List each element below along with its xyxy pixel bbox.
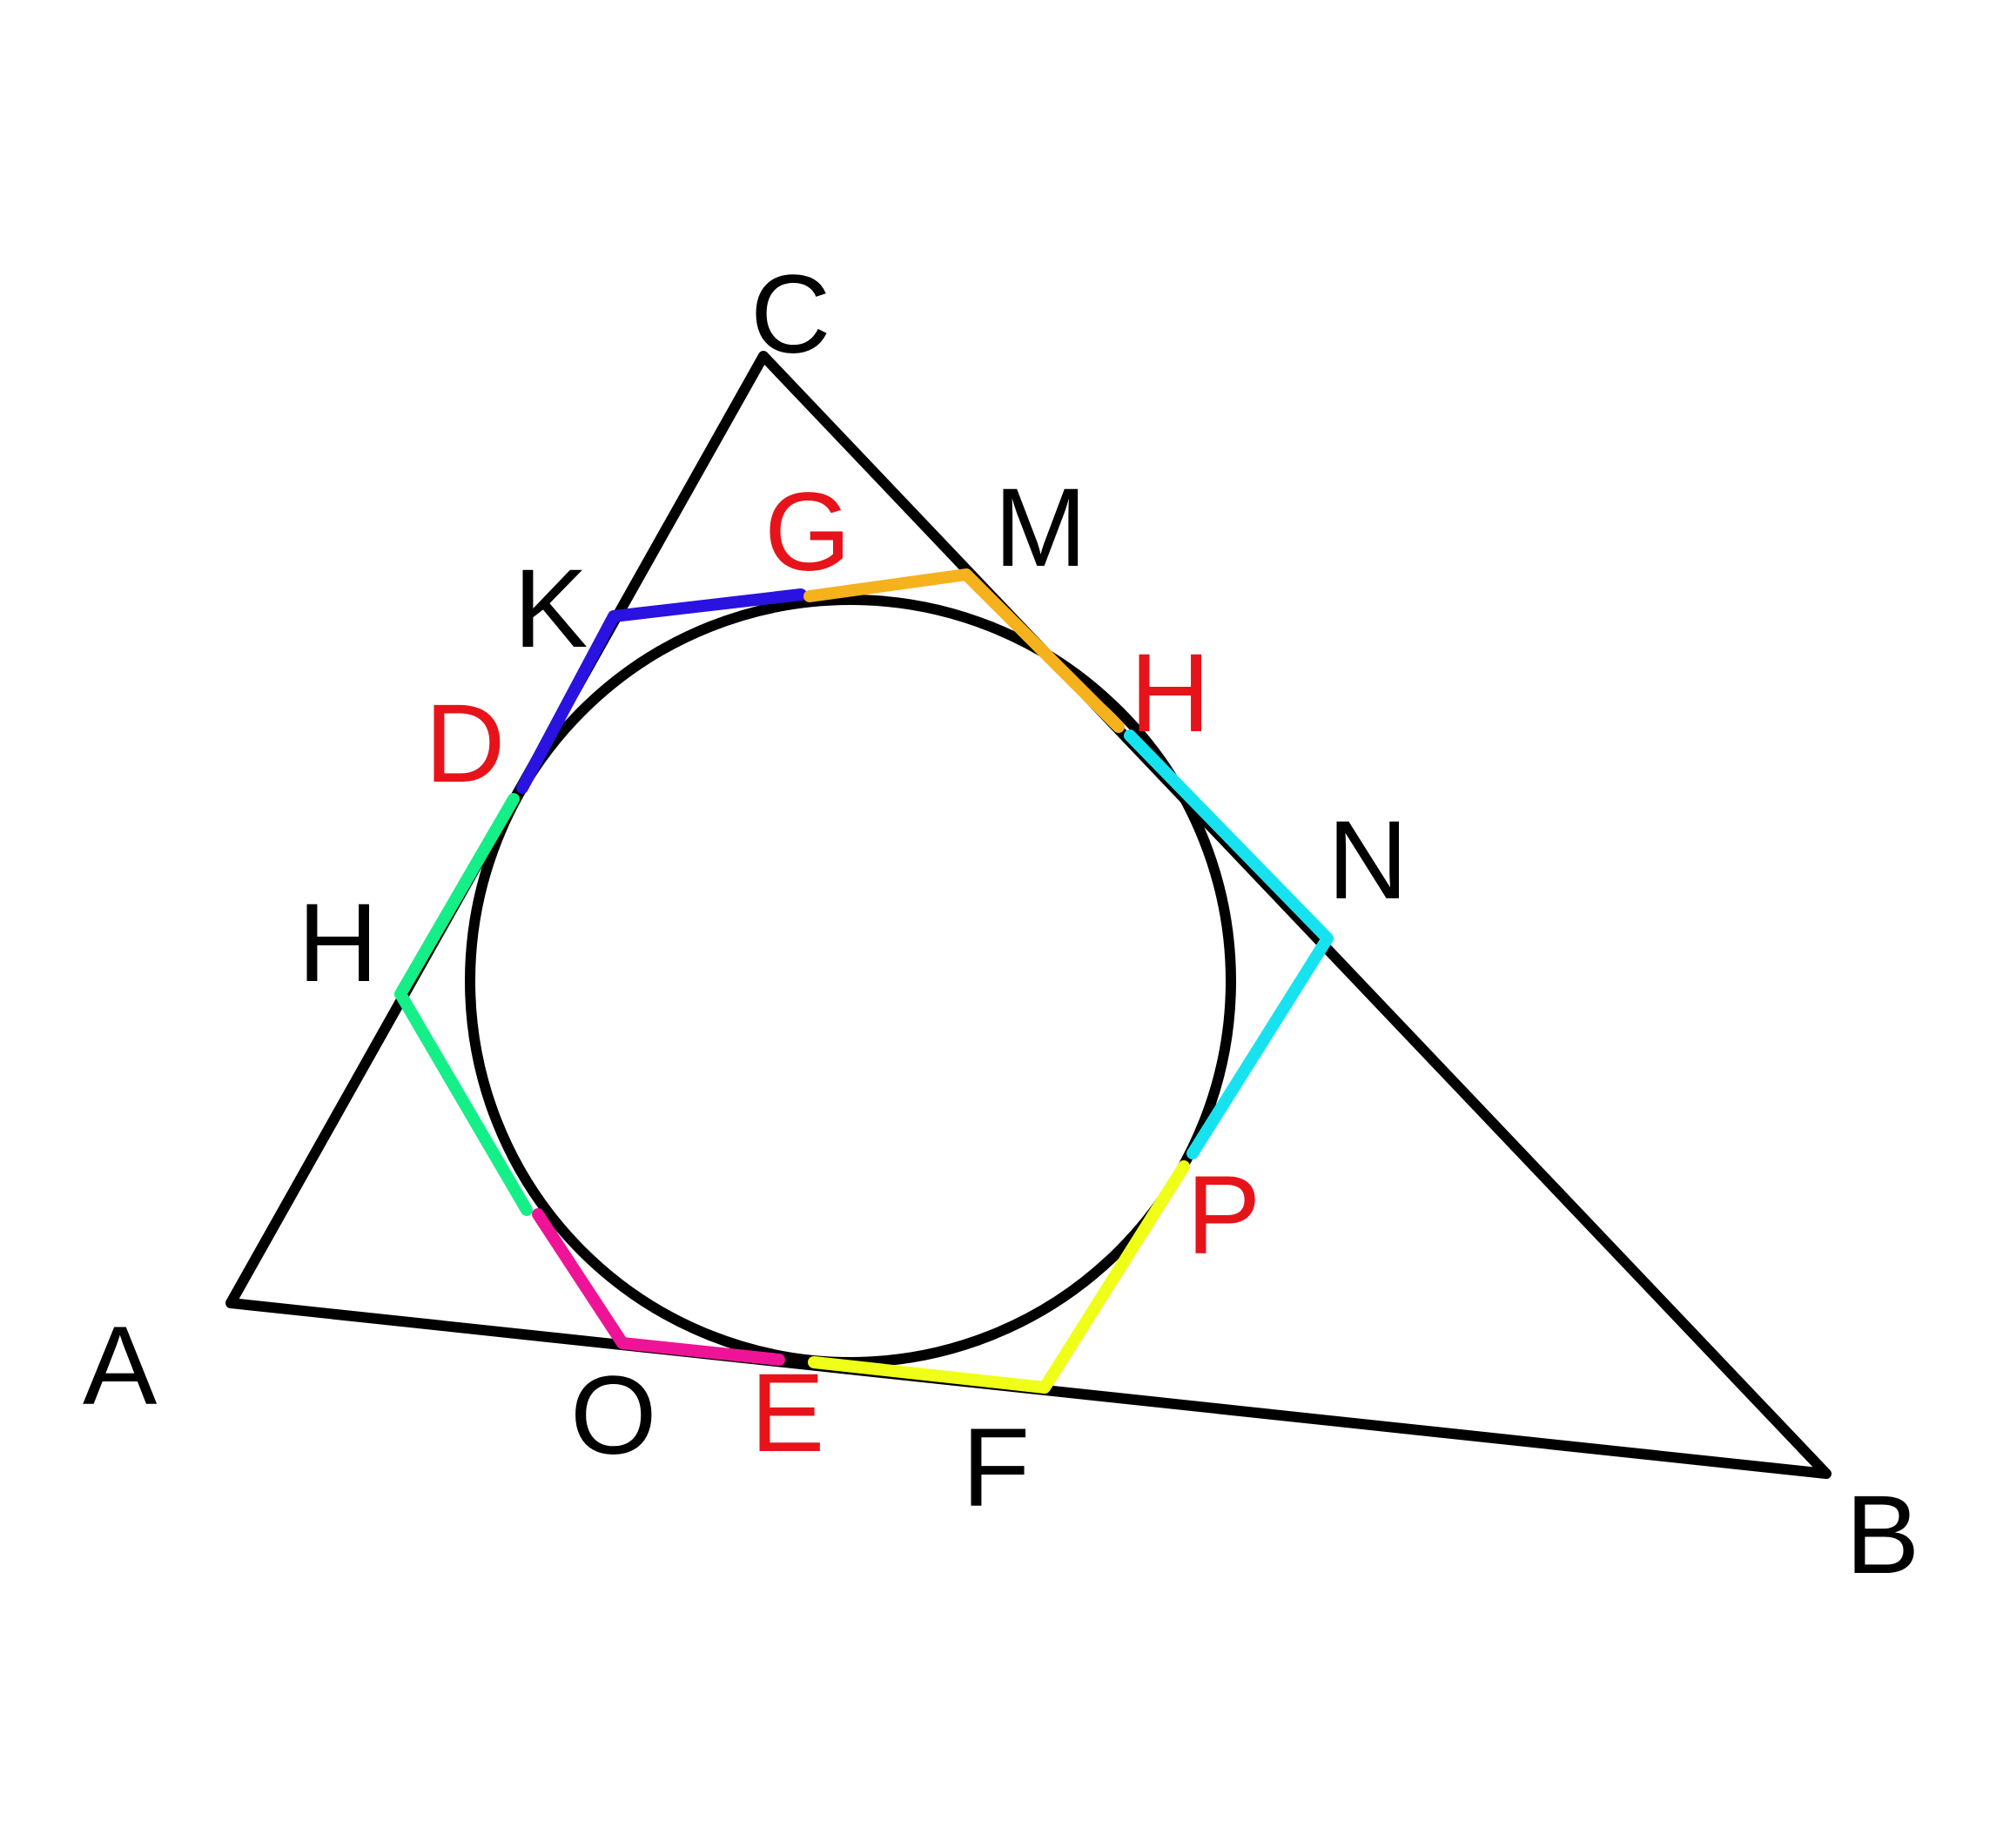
label-g: G (764, 470, 851, 595)
label-n: N (1327, 798, 1408, 923)
label-b: B (1845, 1473, 1919, 1597)
label-f: F (962, 1406, 1030, 1530)
label-c: C (750, 252, 830, 377)
label-a: A (83, 1304, 158, 1428)
segment-e-o (532, 1208, 785, 1366)
label-o: O (570, 1354, 657, 1478)
segment-p-f-e (808, 1160, 1190, 1394)
label-m: M (994, 466, 1087, 590)
label-e: E (750, 1351, 824, 1475)
label-k: K (514, 547, 588, 671)
label-h-right: H (1130, 631, 1210, 756)
label-p: P (1186, 1153, 1260, 1278)
label-h-left: H (298, 881, 378, 1005)
label-d: D (425, 682, 505, 806)
segment-d-k-g (516, 588, 807, 794)
segment-o-h-d (394, 793, 533, 1216)
hexagon-segments (394, 568, 1334, 1394)
segment-h-n-p (1124, 729, 1334, 1159)
segment-g-m-h (803, 568, 1125, 733)
